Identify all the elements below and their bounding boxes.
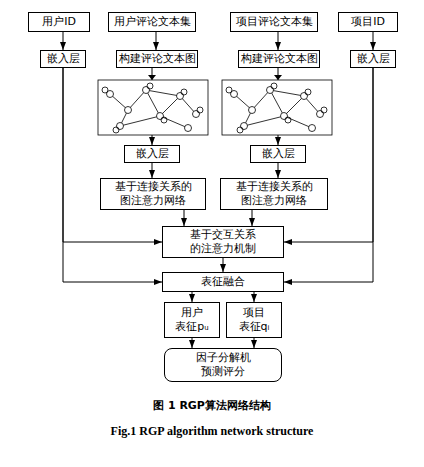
flow-arrow [373, 32, 374, 50]
node-text: 基于交互关系 的注意力机制 [190, 228, 256, 256]
graph-illustration [222, 80, 332, 135]
flow-arrow [252, 210, 253, 226]
flow-arrow [192, 292, 193, 302]
arrow-head [274, 75, 282, 80]
flow-arrow [254, 292, 255, 302]
process-box: 项目 表征qᵢ [226, 302, 282, 338]
flow-arrow [278, 163, 279, 178]
process-box: 基于连接关系的 图注意力网络 [100, 178, 206, 210]
node-text: 基于连接关系的 图注意力网络 [115, 180, 192, 208]
node-text: 构建评论文本图 [119, 52, 196, 66]
node-text: 用户 表征pᵤ [175, 306, 208, 334]
flow-arrow [223, 258, 224, 272]
node-text: 构建评论文本图 [241, 52, 318, 66]
process-box: 项目ID [338, 12, 398, 32]
node-text: 用户ID [42, 15, 76, 29]
process-box: 基于交互关系 的注意力机制 [162, 226, 284, 258]
node-text: 嵌入层 [262, 147, 295, 161]
process-box: 嵌入层 [124, 145, 180, 163]
process-box: 项目评论文本集 [230, 12, 318, 32]
process-box: 嵌入层 [40, 50, 86, 68]
process-box: 基于连接关系的 图注意力网络 [220, 178, 328, 210]
flow-arrow [192, 338, 193, 348]
node-text: 因子分解机 预测评分 [196, 351, 251, 379]
node-text: 基于连接关系的 图注意力网络 [236, 180, 313, 208]
flow-arrow [184, 210, 185, 226]
process-box: 因子分解机 预测评分 [164, 348, 282, 382]
arrow-head [148, 75, 156, 80]
process-box: 构建评论文本图 [116, 50, 198, 68]
node-text: 用户评论文本集 [114, 15, 191, 29]
flow-arrow [156, 32, 157, 50]
process-box: 用户ID [28, 12, 90, 32]
node-text: 表征融合 [201, 275, 245, 289]
process-box: 嵌入层 [250, 145, 306, 163]
flow-arrow [254, 338, 255, 348]
process-box: 用户评论文本集 [108, 12, 196, 32]
flow-arrow [152, 163, 153, 178]
node-text: 项目评论文本集 [236, 15, 313, 29]
node-text: 嵌入层 [47, 52, 80, 66]
flow-arrow [278, 32, 279, 50]
graph-illustration [98, 80, 208, 135]
process-box: 表征融合 [162, 272, 284, 292]
node-text: 嵌入层 [136, 147, 169, 161]
flow-arrow [63, 32, 64, 50]
node-text: 项目 表征qᵢ [239, 306, 270, 334]
process-box: 用户 表征pᵤ [164, 302, 220, 338]
figure-caption: 图 1 RGP算法网络结构 [0, 398, 424, 413]
process-box: 构建评论文本图 [238, 50, 320, 68]
edge-layer [63, 32, 373, 348]
process-box: 嵌入层 [350, 50, 396, 68]
node-text: 项目ID [351, 15, 385, 29]
figure-caption-en: Fig.1 RGP algorithm network structure [0, 424, 424, 439]
node-text: 嵌入层 [357, 52, 390, 66]
